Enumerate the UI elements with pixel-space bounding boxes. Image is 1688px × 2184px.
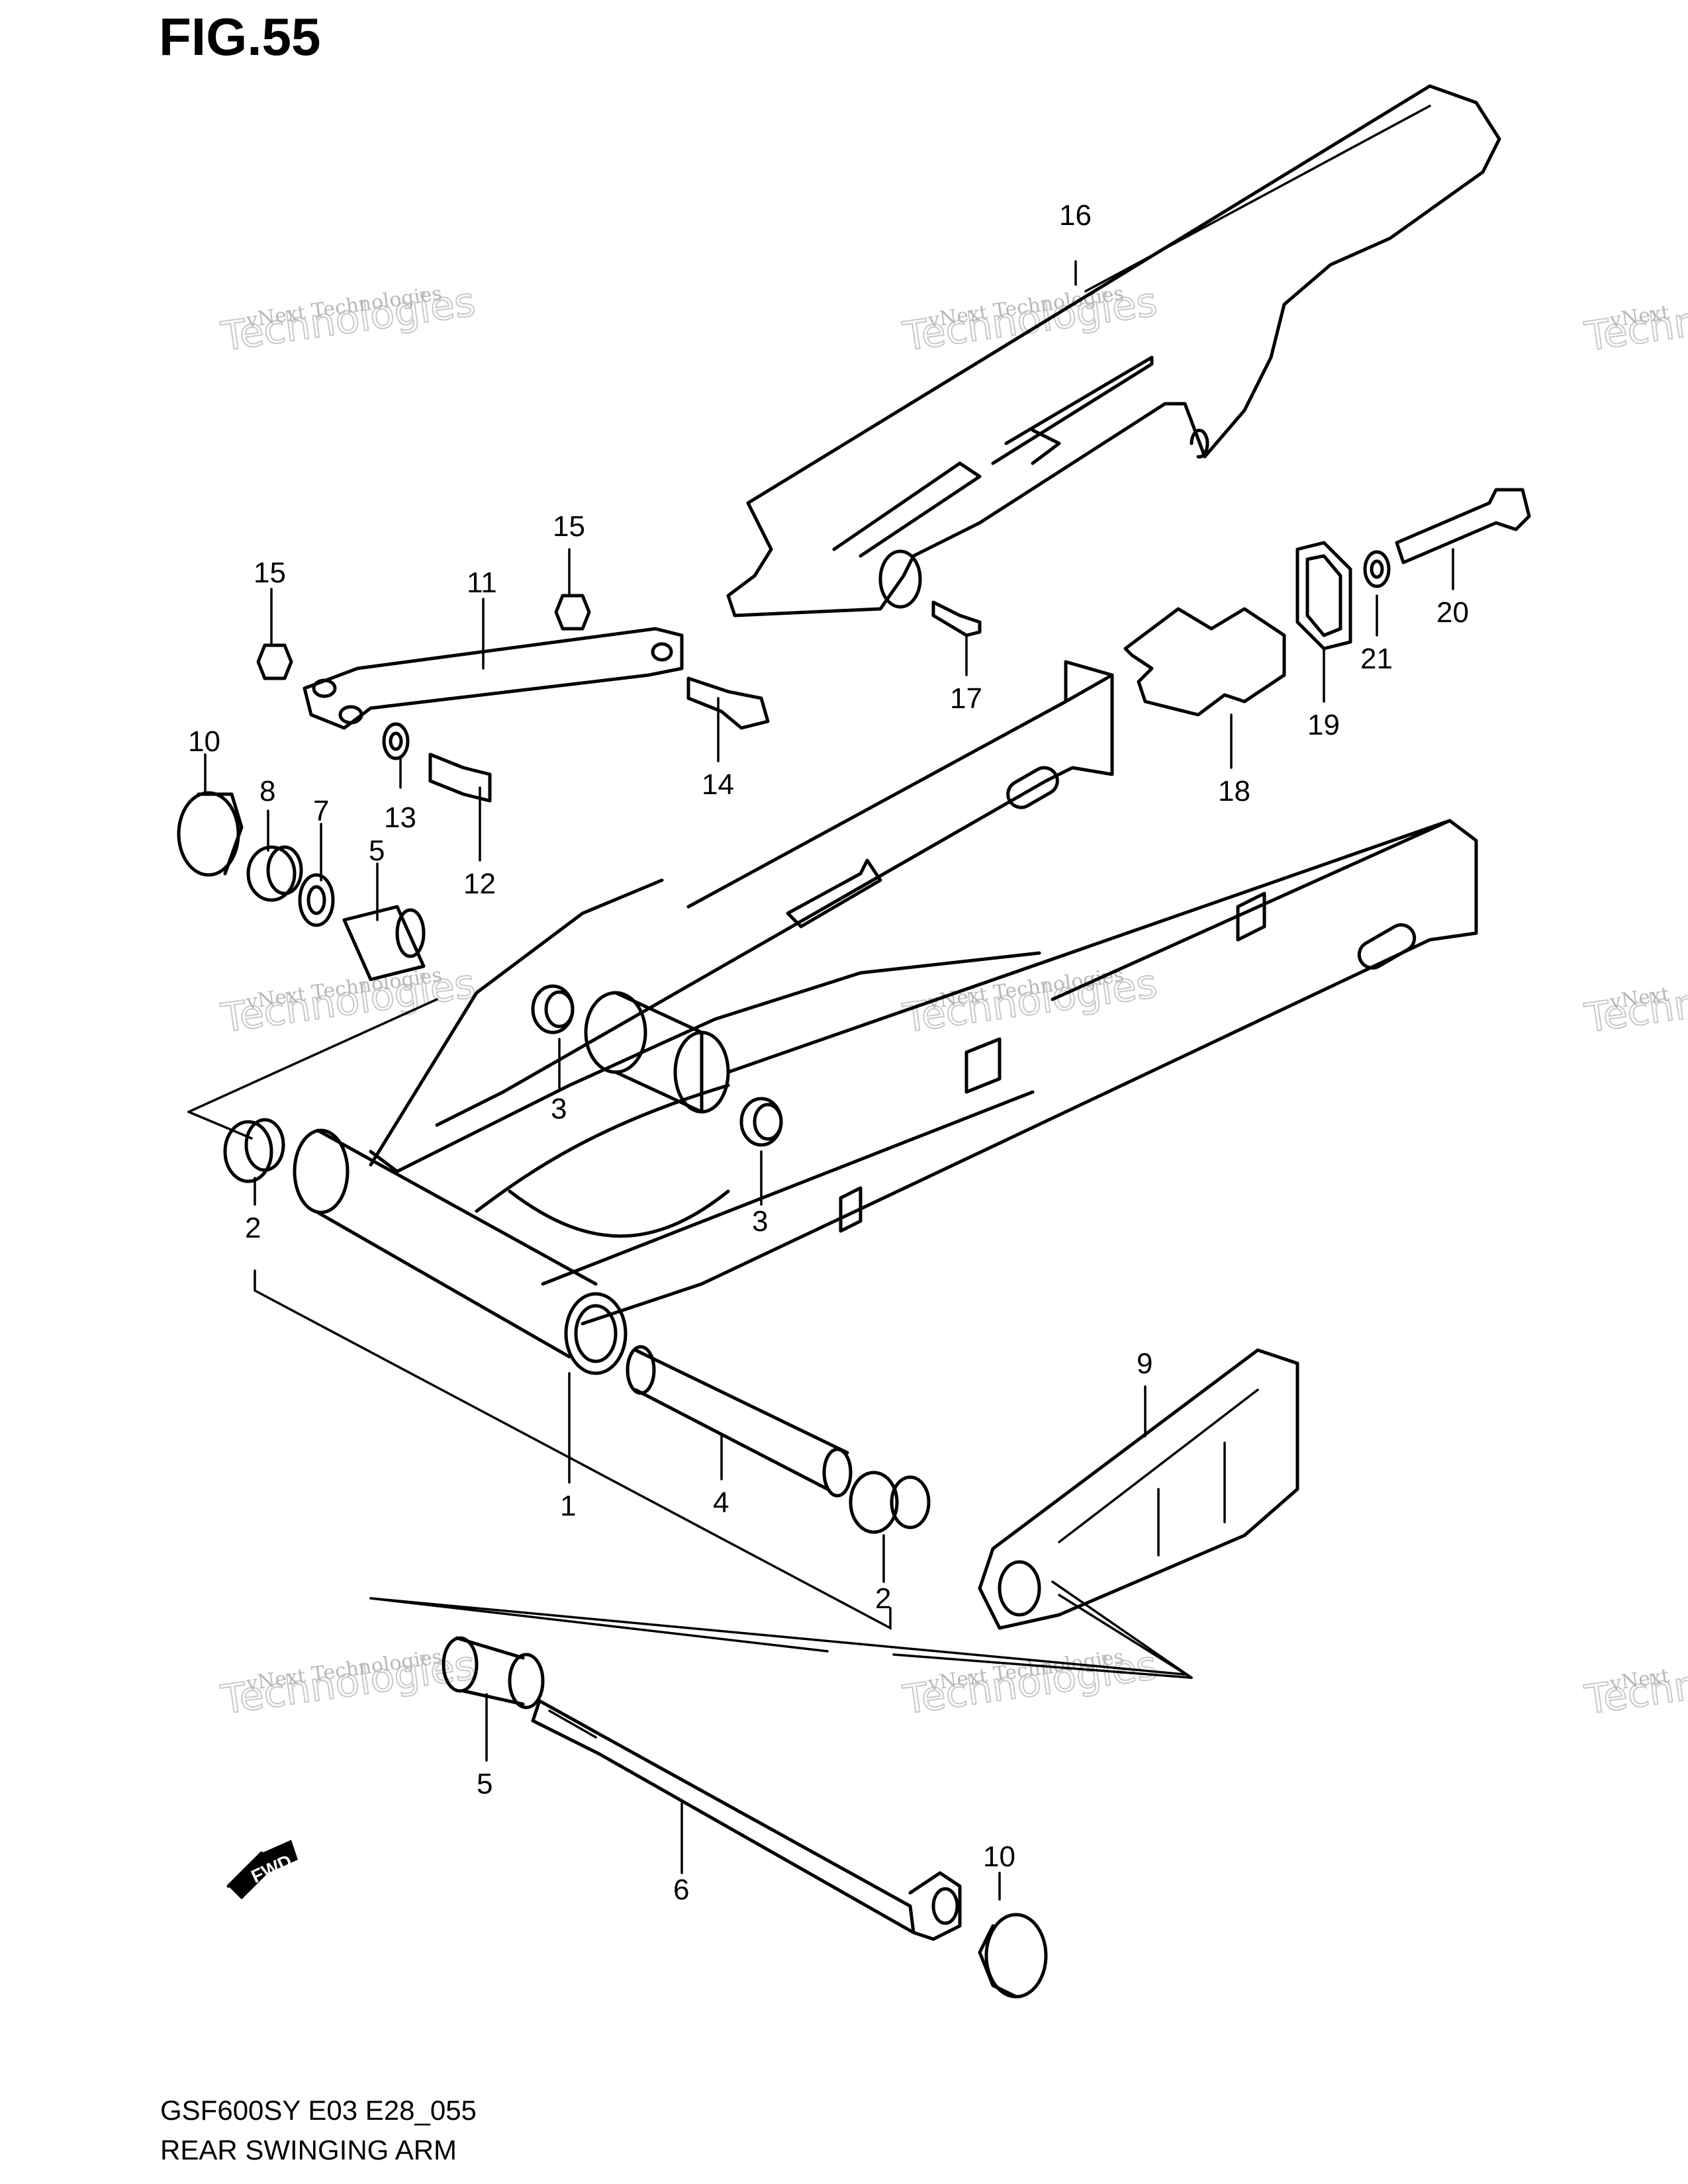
- part-torque-link: [303, 627, 684, 730]
- callout-5: 5: [369, 835, 385, 867]
- callout-10: 10: [983, 1841, 1015, 1873]
- callout-4: 4: [713, 1486, 729, 1519]
- part-nut-15-right: [554, 594, 591, 631]
- figure-name: REAR SWINGING ARM: [160, 2134, 457, 2165]
- part-pivot-shaft-6: [531, 1699, 962, 1941]
- figure-title: FIG.55: [159, 7, 321, 66]
- part-spacer-5-top: [342, 905, 426, 981]
- part-spacer-5-bottom: [442, 1636, 545, 1709]
- part-bolt-12: [428, 752, 492, 803]
- callout-2: 2: [875, 1582, 891, 1615]
- part-bearing-8: [246, 845, 303, 902]
- callout-17: 17: [950, 682, 982, 715]
- callout-9: 9: [1137, 1347, 1152, 1380]
- callout-5: 5: [477, 1768, 492, 1800]
- callout-15: 15: [553, 510, 585, 543]
- callout-3: 3: [551, 1093, 567, 1125]
- part-bearing-2-right: [849, 1471, 931, 1534]
- part-spacer-4: [626, 1345, 853, 1498]
- callout-8: 8: [259, 775, 275, 807]
- fwd-arrow: FWD: [226, 1840, 298, 1899]
- callout-15: 15: [254, 557, 286, 589]
- part-bearing-3-lower: [739, 1097, 783, 1147]
- leader-lines: [204, 260, 1454, 1901]
- callout-2: 2: [245, 1212, 261, 1244]
- part-washer-7: [298, 873, 335, 927]
- figure-model-code: GSF600SY E03 E28_055: [160, 2095, 477, 2126]
- callout-19: 19: [1307, 709, 1340, 741]
- callout-18: 18: [1218, 775, 1250, 807]
- callouts: 16 15 15 11 10 8 7 5 13 12 14 17 18 19 2…: [188, 199, 1469, 1906]
- callout-12: 12: [463, 868, 496, 900]
- part-cap-10-top: [177, 791, 244, 877]
- part-bracket-18: [1123, 607, 1286, 717]
- part-bearing-2-left: [223, 1118, 285, 1183]
- callout-7: 7: [313, 795, 329, 827]
- part-washer-21: [1363, 550, 1391, 588]
- callout-13: 13: [384, 801, 416, 834]
- assembly-lines: [187, 998, 1193, 1679]
- part-chain-case: [726, 84, 1501, 617]
- part-bolt-20: [1395, 488, 1531, 565]
- part-swing-arm: [293, 660, 1478, 1375]
- part-bearing-3-upper: [531, 984, 575, 1034]
- callout-1: 1: [560, 1490, 576, 1522]
- callout-21: 21: [1360, 643, 1393, 675]
- part-nut-15-left: [256, 643, 293, 680]
- callout-14: 14: [702, 768, 734, 801]
- part-chain-buffer-9: [978, 1348, 1299, 1630]
- callout-16: 16: [1059, 199, 1092, 232]
- callout-11: 11: [467, 567, 497, 599]
- part-bolt-14: [686, 676, 770, 730]
- callout-10: 10: [188, 725, 220, 758]
- part-cushion-19: [1295, 541, 1352, 651]
- part-cap-10-bottom: [978, 1913, 1048, 1999]
- part-washer-13: [382, 722, 410, 760]
- callout-3: 3: [752, 1205, 768, 1238]
- callout-6: 6: [673, 1874, 689, 1906]
- callout-20: 20: [1436, 596, 1469, 629]
- part-screw-17: [931, 600, 982, 637]
